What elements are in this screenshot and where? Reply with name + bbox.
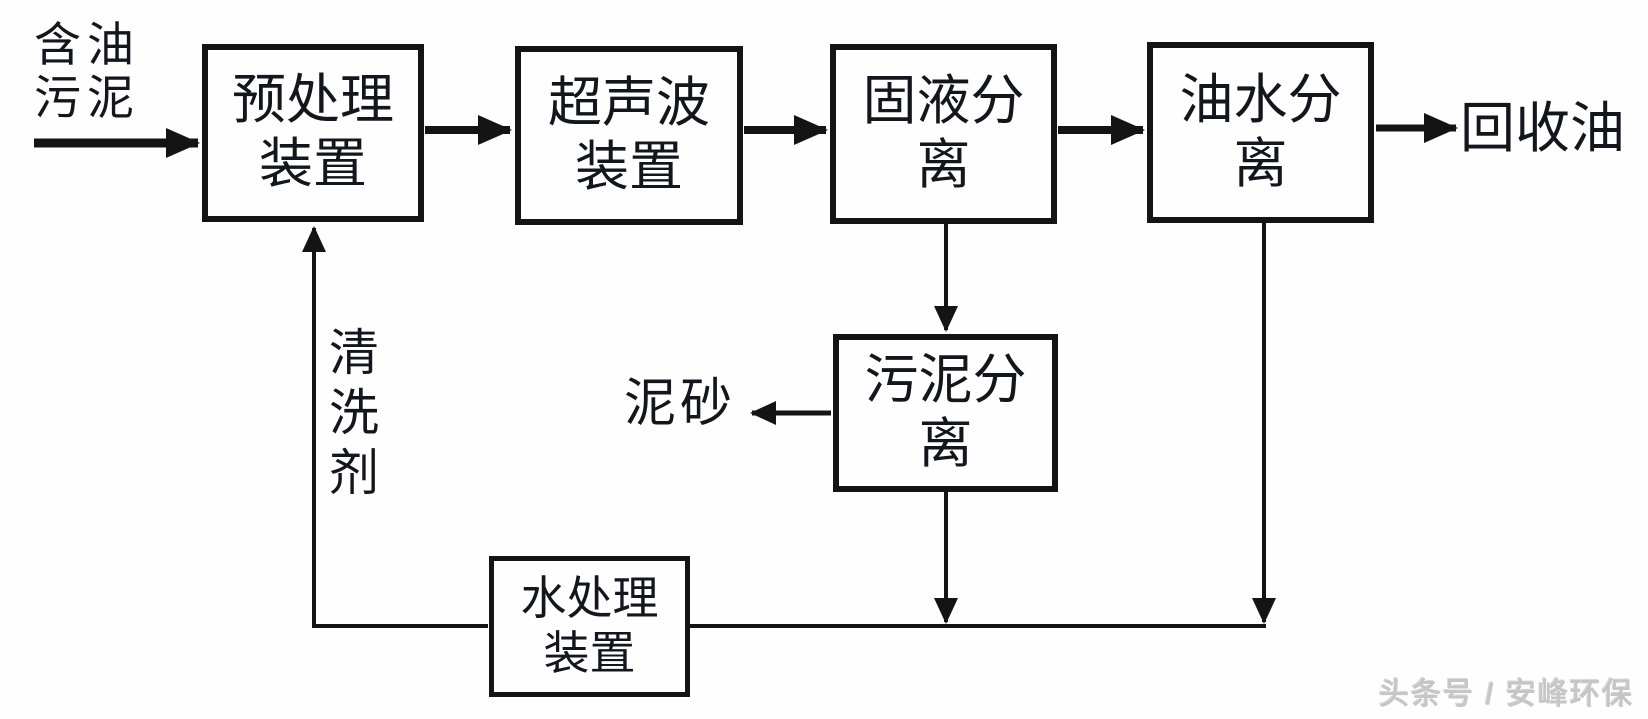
label-recovered-oil: 回收油: [1460, 98, 1626, 159]
node-ultrasonic-label: 超声波 装置: [548, 72, 710, 197]
node-sludge-separation-label: 污泥分离: [864, 350, 1027, 474]
node-pretreatment-box: 预处理 装置: [202, 44, 424, 222]
node-oil-water-separation-box: 油水分离: [1147, 42, 1374, 223]
node-oil-water-separation-label: 油水分离: [1179, 69, 1342, 194]
label-sediment: 泥砂: [624, 376, 737, 433]
edge-water-treatment-recycle-to-pretreatment: [302, 226, 488, 628]
watermark-text: 头条号 / 安峰环保: [1378, 678, 1634, 711]
node-ultrasonic-box: 超声波 装置: [515, 46, 743, 225]
label-cleaning-agent: 清洗剂: [322, 326, 378, 506]
node-pretreatment-label: 预处理 装置: [232, 70, 394, 194]
node-sludge-separation-box: 污泥分离: [833, 334, 1058, 492]
node-water-treatment-box: 水处理 装置: [489, 556, 690, 697]
node-solid-liquid-separation-label: 固液分离: [862, 71, 1025, 195]
label-input-oily-sludge: 含油 污泥: [34, 20, 140, 125]
node-water-treatment-label: 水处理 装置: [520, 573, 659, 679]
node-solid-liquid-separation-box: 固液分离: [830, 44, 1057, 224]
